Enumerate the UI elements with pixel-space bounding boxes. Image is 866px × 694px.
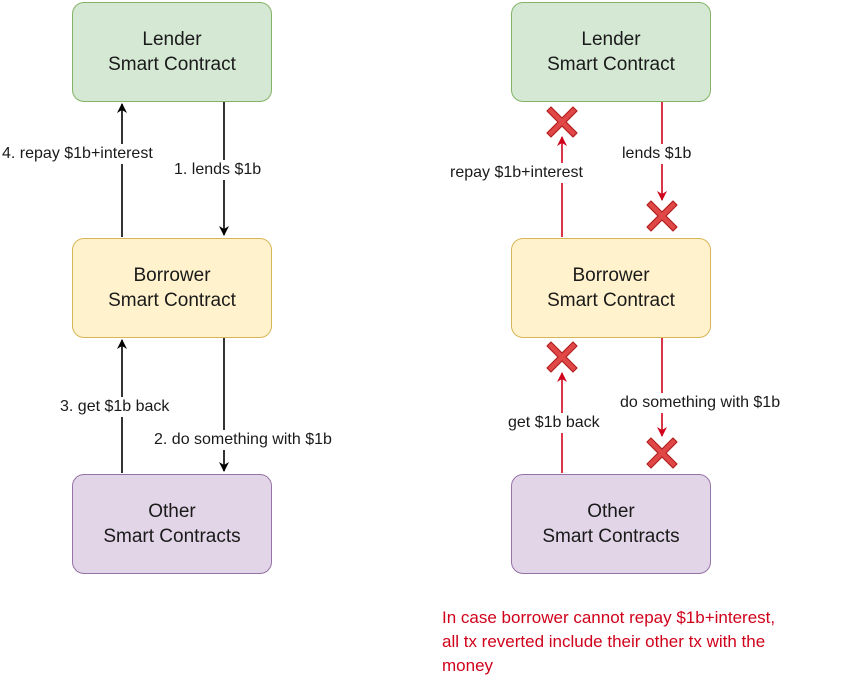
cross-icon: [646, 200, 678, 232]
cross-icon: [646, 437, 678, 469]
edge-label-right-repay: repay $1b+interest: [450, 163, 583, 183]
box-label: Borrower: [572, 265, 650, 286]
note-line: money: [442, 656, 494, 675]
edge-label-left-repay: 4. repay $1b+interest: [2, 144, 153, 164]
box-label: Borrower: [133, 265, 211, 286]
failure-note: In case borrower cannot repay $1b+intere…: [442, 606, 862, 678]
box-label: Smart Contract: [108, 290, 236, 311]
box-label: Lender: [142, 29, 202, 50]
box-label: Lender: [581, 29, 641, 50]
cross-icon: [546, 106, 578, 138]
right-other-box: Other Smart Contracts: [511, 474, 711, 574]
cross-icon: [546, 341, 578, 373]
box-label: Smart Contracts: [542, 526, 680, 547]
note-line: In case borrower cannot repay $1b+intere…: [442, 608, 776, 627]
left-lender-box: Lender Smart Contract: [72, 2, 272, 102]
edge-label-right-get-back: get $1b back: [508, 413, 600, 433]
box-label: Smart Contract: [547, 54, 675, 75]
box-label: Other: [148, 501, 196, 522]
right-borrower-box: Borrower Smart Contract: [511, 238, 711, 338]
box-label: Smart Contract: [547, 290, 675, 311]
edge-label-left-do-something: 2. do something with $1b: [154, 430, 332, 450]
box-label: Smart Contracts: [103, 526, 241, 547]
edge-label-right-do-something: do something with $1b: [620, 393, 781, 413]
left-borrower-box: Borrower Smart Contract: [72, 238, 272, 338]
edge-label-left-lends: 1. lends $1b: [174, 160, 262, 180]
left-other-box: Other Smart Contracts: [72, 474, 272, 574]
box-label: Other: [587, 501, 635, 522]
right-lender-box: Lender Smart Contract: [511, 2, 711, 102]
edge-label-left-get-back: 3. get $1b back: [60, 397, 170, 417]
box-label: Smart Contract: [108, 54, 236, 75]
note-line: all tx reverted include their other tx w…: [442, 632, 766, 651]
edge-label-right-lends: lends $1b: [622, 144, 692, 164]
